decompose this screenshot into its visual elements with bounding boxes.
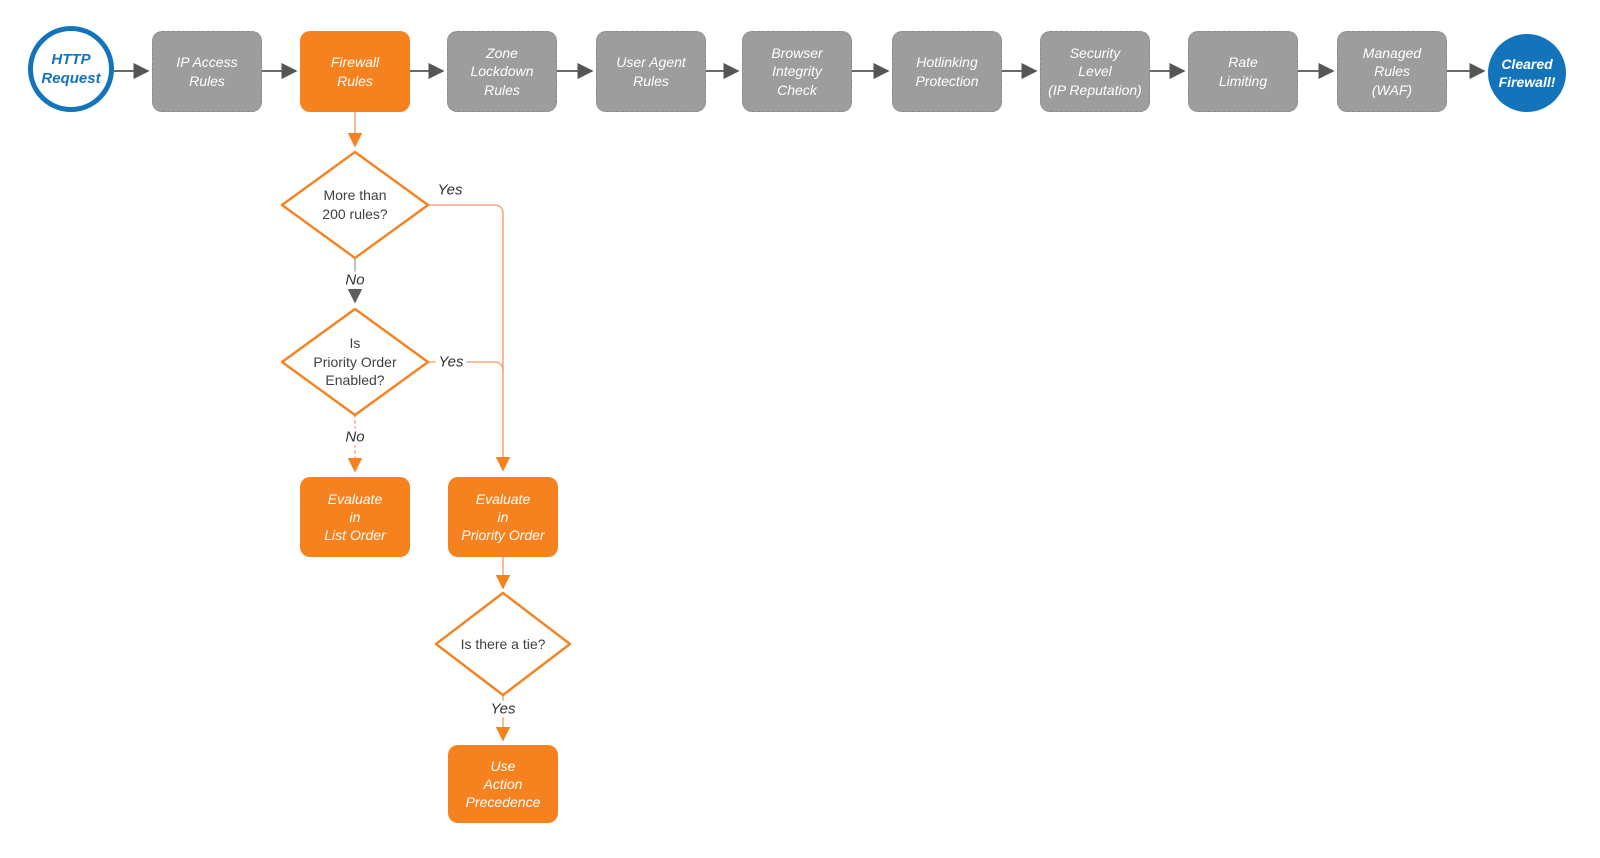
node-zone-lockdown-rules: Zone Lockdown Rules bbox=[447, 31, 557, 112]
node-user-agent-rules-label: User Agent Rules bbox=[616, 54, 686, 89]
edge-label-more-than-200-no: No bbox=[342, 271, 368, 289]
node-zone-lockdown-rules-label: Zone Lockdown Rules bbox=[470, 45, 534, 98]
node-browser-integrity-check: Browser Integrity Check bbox=[742, 31, 852, 112]
node-ip-access-rules-label: IP Access Rules bbox=[176, 54, 238, 89]
node-http-request-label: HTTP Request bbox=[41, 50, 101, 88]
node-cleared-firewall: Cleared Firewall! bbox=[1488, 34, 1566, 112]
node-hotlinking-protection: Hotlinking Protection bbox=[892, 31, 1002, 112]
node-browser-integrity-check-label: Browser Integrity Check bbox=[771, 45, 823, 98]
node-http-request: HTTP Request bbox=[28, 26, 114, 112]
node-evaluate-in-list-order-label: Evaluate in List Order bbox=[324, 490, 386, 544]
node-cleared-firewall-label: Cleared Firewall! bbox=[1498, 55, 1556, 90]
node-managed-rules-waf: Managed Rules (WAF) bbox=[1337, 31, 1447, 112]
node-user-agent-rules: User Agent Rules bbox=[596, 31, 706, 112]
node-ip-access-rules: IP Access Rules bbox=[152, 31, 262, 112]
node-use-action-precedence-label: Use Action Precedence bbox=[465, 757, 541, 811]
node-firewall-rules-label: Firewall Rules bbox=[330, 54, 380, 89]
edge-label-priority-order-no: No bbox=[342, 428, 368, 446]
edge-label-tie-yes: Yes bbox=[487, 700, 519, 718]
diamond-is-there-a-tie bbox=[434, 591, 572, 697]
node-rate-limiting-label: Rate Limiting bbox=[1218, 54, 1268, 89]
node-evaluate-in-priority-order: Evaluate in Priority Order bbox=[448, 477, 558, 557]
diamond-is-there-a-tie-label: Is there a tie? bbox=[460, 635, 546, 652]
node-hotlinking-protection-label: Hotlinking Protection bbox=[915, 54, 979, 89]
edge-label-priority-order-yes: Yes bbox=[435, 353, 467, 371]
edge-priority-order-yes bbox=[428, 361, 504, 372]
node-security-level-label: Security Level (IP Reputation) bbox=[1048, 45, 1142, 98]
node-security-level: Security Level (IP Reputation) bbox=[1040, 31, 1150, 112]
node-firewall-rules: Firewall Rules bbox=[300, 31, 410, 112]
node-evaluate-in-list-order: Evaluate in List Order bbox=[300, 477, 410, 557]
diamond-more-than-200-rules bbox=[280, 150, 430, 260]
node-managed-rules-waf-label: Managed Rules (WAF) bbox=[1362, 45, 1422, 98]
node-rate-limiting: Rate Limiting bbox=[1188, 31, 1298, 112]
edge-label-more-than-200-yes: Yes bbox=[437, 181, 463, 199]
edge-more-than-200-yes bbox=[428, 204, 511, 472]
diamond-more-than-200-rules-label: More than 200 rules? bbox=[322, 187, 388, 222]
node-evaluate-in-priority-order-label: Evaluate in Priority Order bbox=[461, 490, 545, 544]
node-use-action-precedence: Use Action Precedence bbox=[448, 745, 558, 823]
diamond-priority-order-enabled bbox=[280, 307, 430, 417]
diamond-priority-order-enabled-label: Is Priority Order Enabled? bbox=[313, 334, 397, 389]
